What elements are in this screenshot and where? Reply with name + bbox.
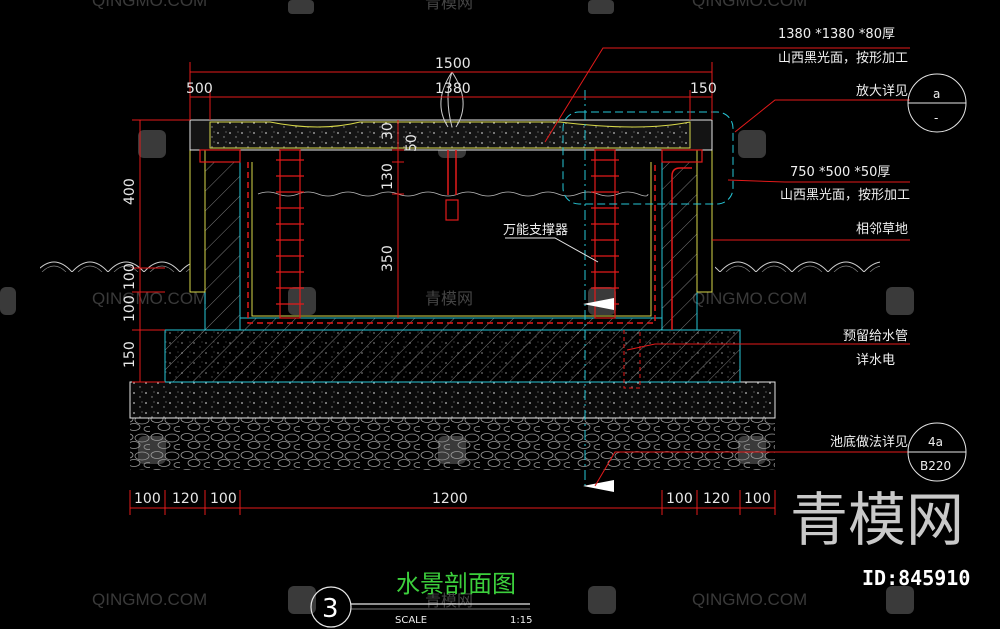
watermark-row-bottom: QINGMO.COM 青模网 QINGMO.COM [92, 590, 807, 610]
drawing-number-circle [310, 586, 352, 628]
top-dimensions [189, 62, 713, 120]
watermark-text: QINGMO.COM [692, 289, 807, 308]
inner-dimensions [392, 120, 404, 318]
watermark-logo-icon [288, 586, 316, 614]
supply-pipe [623, 330, 641, 389]
leader-lines [544, 47, 910, 487]
watermark-logo-icon [288, 287, 316, 315]
bottom-dimensions [129, 490, 776, 515]
watermark-text: QINGMO.COM [92, 590, 207, 609]
dim-left-150: 150 [122, 341, 138, 368]
watermark-logo-icon [288, 0, 314, 14]
reference-bubble-bottom: B220 [920, 459, 951, 473]
dim-top-inner: 1380 [435, 81, 471, 97]
dim-left-400: 400 [122, 178, 138, 205]
dim-top-total: 1500 [435, 56, 471, 72]
dim-inner-30: 30 [380, 122, 396, 140]
support-leader [505, 237, 599, 263]
brand-id: ID:845910 [862, 566, 970, 590]
support-pedestals [276, 149, 619, 319]
dim-bottom-1: 100 [134, 491, 161, 507]
foundation [129, 329, 776, 470]
note-support: 万能支撑器 [503, 223, 568, 238]
note-pipe-line2: 详水电 [856, 353, 895, 368]
watermark-text: QINGMO.COM [692, 0, 807, 10]
watermark-text: 青模网 [425, 0, 473, 12]
note-grass: 相邻草地 [856, 222, 908, 237]
watermark-logo-icon [588, 586, 616, 614]
grass-left [40, 258, 190, 274]
reference-bubble-top: 4a [928, 435, 943, 449]
scale-label: SCALE [395, 615, 427, 626]
title-block: 3 水景剖面图 SCALE 1:15 [310, 570, 532, 628]
dim-bottom-4: 1200 [432, 491, 468, 507]
dim-left-100b: 100 [122, 295, 138, 322]
drawing-number: 3 [322, 594, 339, 624]
wall-left [204, 161, 241, 331]
dim-bottom-5: 100 [666, 491, 693, 507]
detail-bubble-bottom: - [934, 111, 938, 125]
note-pipe-line1: 预留给水管 [843, 329, 908, 344]
note-detail-label: 放大详见 [856, 84, 908, 99]
detail-bubble: a - [907, 73, 967, 133]
grass-right [715, 258, 880, 274]
waterproof-lining [247, 162, 656, 324]
pool-floor [239, 317, 663, 331]
dim-bottom-2: 120 [172, 491, 199, 507]
dim-bottom-6: 120 [703, 491, 730, 507]
watermark-logo-icon [738, 130, 766, 158]
note-stone-top-line1: 1380 *1380 *80厚 [778, 27, 895, 42]
bottom-dim-labels: 100 120 100 1200 100 120 100 [134, 491, 771, 507]
watermark-text: QINGMO.COM [92, 0, 207, 10]
watermark-text: 青模网 [425, 591, 473, 610]
dim-top-left: 500 [186, 81, 213, 97]
dim-bottom-3: 100 [210, 491, 237, 507]
pedestal-left [276, 149, 304, 319]
scale-value: 1:15 [510, 615, 532, 626]
watermark-text: QINGMO.COM [692, 590, 807, 609]
drawing-title: 水景剖面图 [396, 570, 516, 598]
stone-cladding [189, 149, 713, 293]
watermark-logo-icon [886, 586, 914, 614]
note-stone-top-line2: 山西黑光面，按形加工 [778, 51, 908, 66]
water-surface [257, 191, 649, 197]
dim-left-100a: 100 [122, 263, 138, 290]
dim-inner-50: 50 [404, 134, 420, 152]
reference-bubble: 4a B220 [907, 422, 967, 482]
section-mark-bottom [583, 480, 614, 492]
pedestal-right [591, 149, 619, 319]
wall-right [661, 161, 698, 331]
dim-inner-130: 130 [380, 163, 396, 190]
left-dimensions [132, 119, 190, 383]
annotations: 1380 *1380 *80厚 山西黑光面，按形加工 放大详见 750 *500… [503, 27, 910, 450]
detail-callout-outline [562, 111, 734, 205]
fountain-nozzle [440, 71, 464, 221]
watermark-logo-icon [138, 130, 166, 158]
watermark-logo-icon [886, 287, 914, 315]
note-pool-bottom: 池底做法详见 [830, 434, 908, 450]
watermark-logo-icon [588, 0, 614, 14]
watermark-logo-icon [0, 287, 16, 315]
note-stone-side-line2: 山西黑光面，按形加工 [780, 188, 910, 203]
detail-bubble-top: a [933, 87, 940, 101]
note-stone-side-line1: 750 *500 *50厚 [790, 165, 890, 180]
dim-bottom-7: 100 [744, 491, 771, 507]
section-mark-top [583, 298, 614, 310]
gravel-layer [130, 418, 775, 470]
inlet-pipe [671, 167, 692, 330]
brand-mark: 青模网 ID:845910 [790, 486, 970, 590]
watermark-row-mid: QINGMO.COM 青模网 QINGMO.COM [92, 289, 807, 308]
watermark-text: QINGMO.COM [92, 289, 207, 308]
brand-logo-text: 青模网 [790, 486, 964, 554]
dim-inner-350: 350 [380, 245, 396, 272]
watermark-row-top: QINGMO.COM 青模网 QINGMO.COM [92, 0, 807, 12]
dim-top-right: 150 [690, 81, 717, 97]
watermark-text: 青模网 [425, 289, 473, 308]
